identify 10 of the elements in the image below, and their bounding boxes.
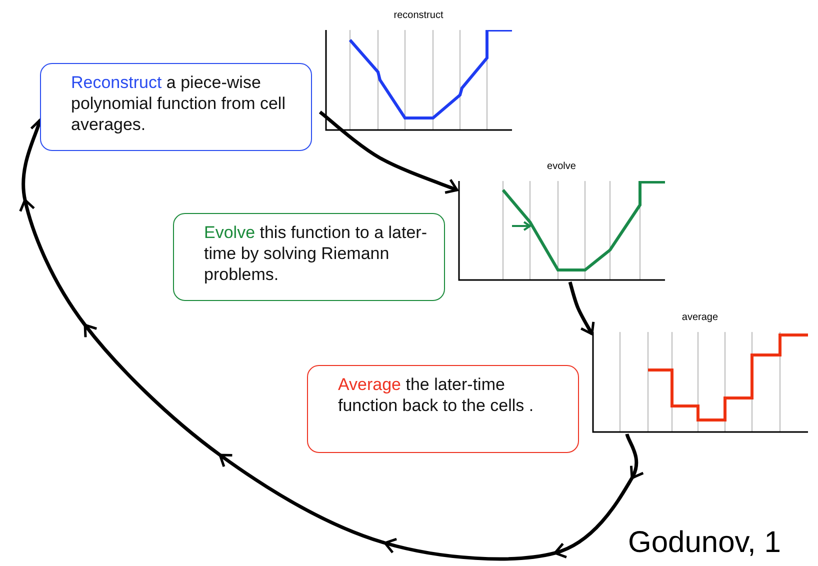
description-box: Evolve this function to a later-time by solving Riemann problems. [173, 213, 445, 301]
plot-title: evolve [546, 161, 577, 172]
cycle-arrow [318, 110, 458, 194]
description-box: Reconstruct a piece-wise polynomial function from cell averages. [40, 63, 312, 151]
citation-text: Godunov, 1 [628, 526, 781, 560]
cycle-arrow [19, 118, 644, 561]
plot-title: average [680, 312, 720, 323]
description-box: Average the later-time function back to the cells . [307, 365, 579, 453]
plot-title: reconstruct [392, 10, 444, 21]
cycle-arrow [568, 282, 595, 336]
